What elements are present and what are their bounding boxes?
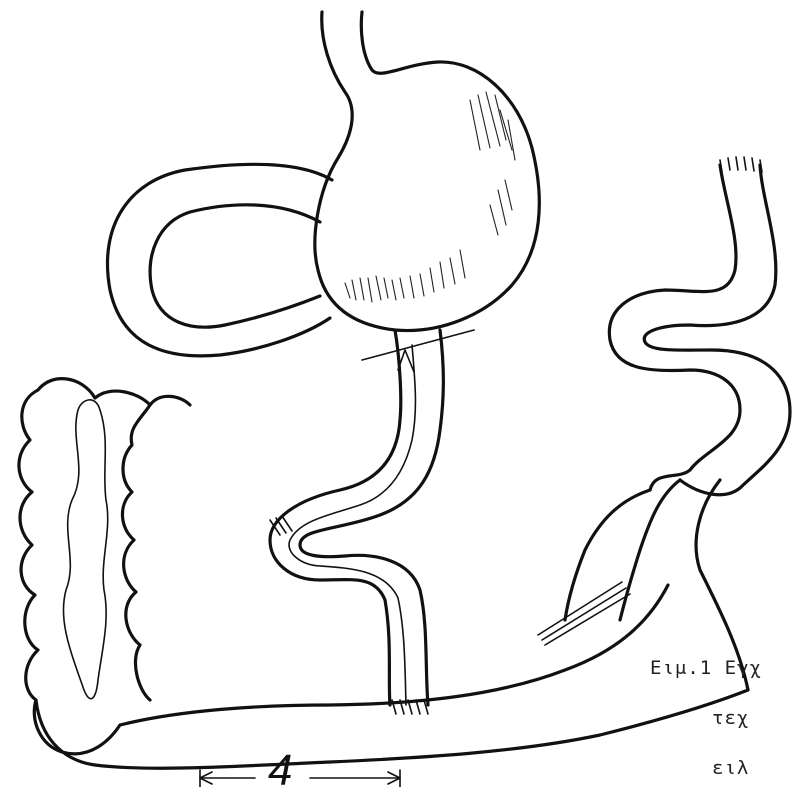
upper-bowel-loop [107, 164, 332, 356]
right-coiled-loop [538, 157, 790, 645]
caption-line-3: ειλ [712, 757, 749, 779]
caption-line-1: Ειμ.1 Εγχ [650, 657, 762, 679]
lower-bowel [36, 480, 748, 768]
colon [19, 379, 190, 754]
measurement-label: 4 [268, 746, 292, 787]
caption-line-2: τεχ [712, 707, 749, 729]
stomach [315, 12, 539, 331]
jejunal-limb [270, 330, 474, 714]
